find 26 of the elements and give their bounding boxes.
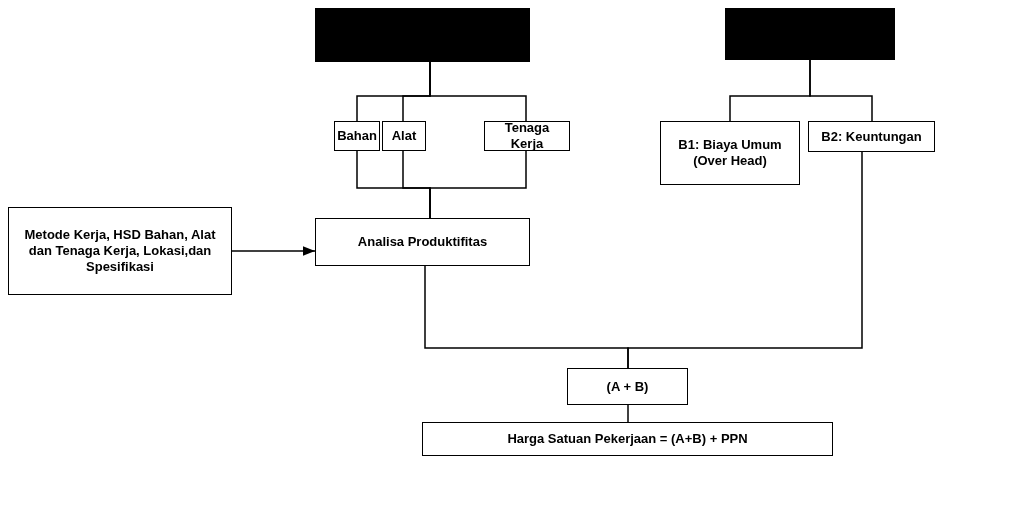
connector-line (627, 404, 629, 423)
node-label: Bahan (336, 128, 378, 144)
arrow (231, 246, 316, 256)
process-box (382, 121, 426, 151)
process-box (484, 121, 570, 151)
node-label: B2: Keuntungan (820, 128, 923, 145)
process-box (808, 121, 935, 152)
node-label: (A + B) (605, 378, 650, 395)
process-box (334, 121, 380, 151)
connector-line (809, 59, 873, 122)
process-box (660, 121, 800, 185)
node-label: Metode Kerja, HSD Bahan, Alat dan Tenaga Kerja, Lokasi,dan Spesifikasi (23, 227, 217, 275)
connector-line (429, 61, 527, 122)
filled-header-block (315, 8, 530, 62)
process-box (8, 207, 232, 295)
connector-line (627, 151, 863, 369)
process-box (315, 218, 530, 266)
filled-header-block (725, 8, 895, 60)
process-box (567, 368, 688, 405)
process-box (422, 422, 833, 456)
node-label: Tenaga Kerja (503, 120, 551, 152)
node-label: Analisa Produktifitas (356, 234, 489, 250)
node-label: Alat (390, 128, 418, 144)
connector-line (429, 150, 527, 219)
node-label: B1: Biaya Umum (Over Head) (677, 137, 783, 169)
node-label: Harga Satuan Pekerjaan = (A+B) + PPN (506, 431, 749, 447)
